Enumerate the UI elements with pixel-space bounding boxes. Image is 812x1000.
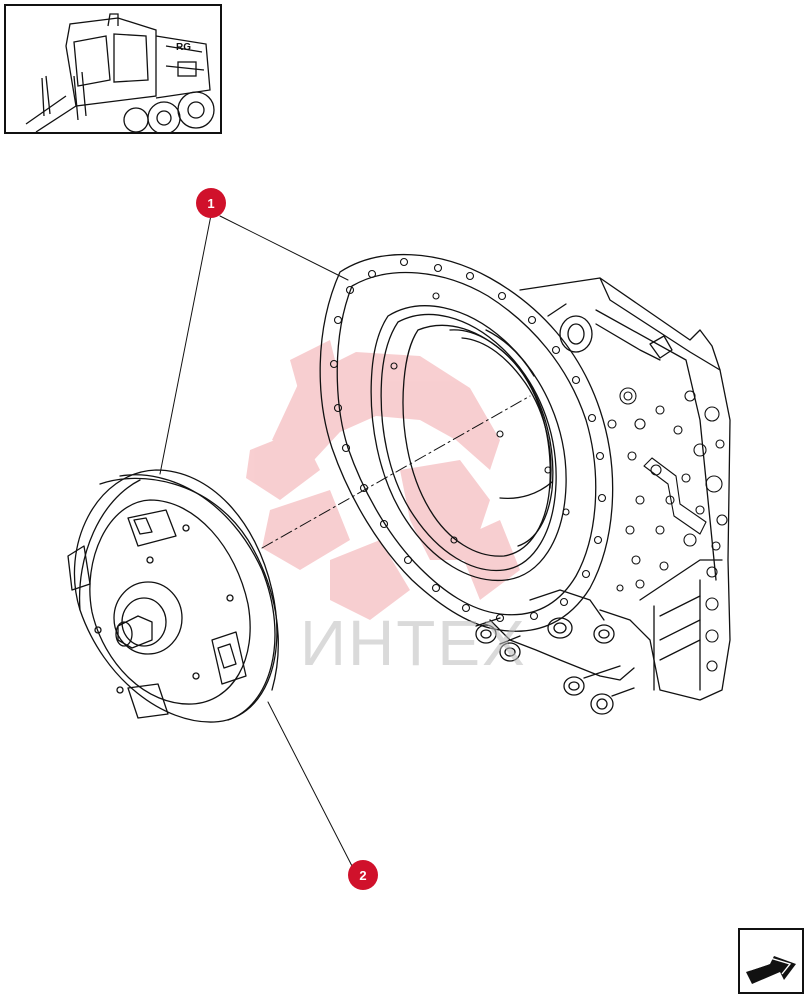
next-page-button[interactable]: [738, 928, 804, 994]
svg-text:RG: RG: [176, 42, 191, 53]
next-page-arrow-icon: [746, 956, 796, 984]
transmission-housing: [319, 253, 731, 715]
machine-thumbnail: RG: [4, 4, 222, 134]
motor-grader-icon: RG: [25, 13, 215, 132]
watermark-text: ИНТЕХ: [300, 607, 527, 679]
callout-1[interactable]: 1: [196, 188, 226, 218]
callout-2-number: 2: [359, 867, 367, 883]
callout-2[interactable]: 2: [348, 860, 378, 890]
torque-converter: [67, 469, 279, 723]
callout-1-number: 1: [207, 195, 215, 211]
